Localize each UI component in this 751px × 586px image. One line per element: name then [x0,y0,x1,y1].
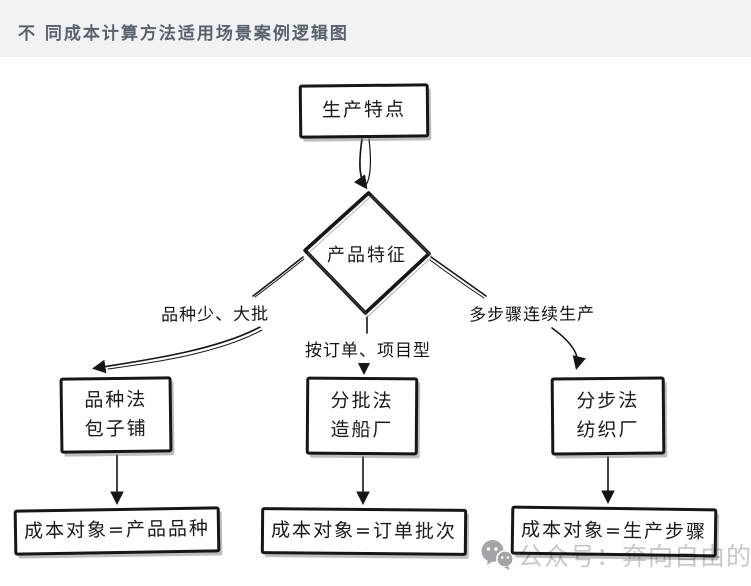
result-label: 成本对象=订单批次 [270,518,458,543]
method-example: 造船厂 [330,418,394,442]
title-bar [0,0,751,57]
edge-label-few-varieties: 品种少、大批 [137,297,293,328]
edge-label-multi-step: 多步骤连续生产 [447,297,617,328]
node-label: 生产特点 [321,98,407,122]
wechat-icon [481,540,514,570]
watermark-text: 公众号：奔向自由的果 [518,542,751,571]
node-step-method: 分步法 纺织厂 [550,376,666,456]
node-production-characteristics: 生产特点 [298,83,430,139]
node-cost-object-variety: 成本对象=产品品种 [13,506,221,556]
method-example: 包子铺 [84,417,148,441]
method-name: 品种法 [84,388,148,411]
node-product-feature: 产品特征 [327,245,407,266]
decision-diamond-shape [303,191,433,317]
method-name: 分步法 [576,389,640,412]
watermark: 公众号：奔向自由的果 [479,537,751,573]
page-title: 不 同成本计算方法适用场景案例逻辑图 [18,24,349,44]
result-label: 成本对象=产品品种 [23,517,211,543]
edge-label-by-order: 按订单、项目型 [283,334,453,363]
method-name: 分批法 [330,389,394,412]
node-cost-object-order-batch: 成本对象=订单批次 [260,507,468,556]
node-batch-method: 分批法 造船厂 [305,376,419,456]
node-variety-method: 品种法 包子铺 [59,376,173,454]
method-example: 纺织厂 [576,418,640,442]
